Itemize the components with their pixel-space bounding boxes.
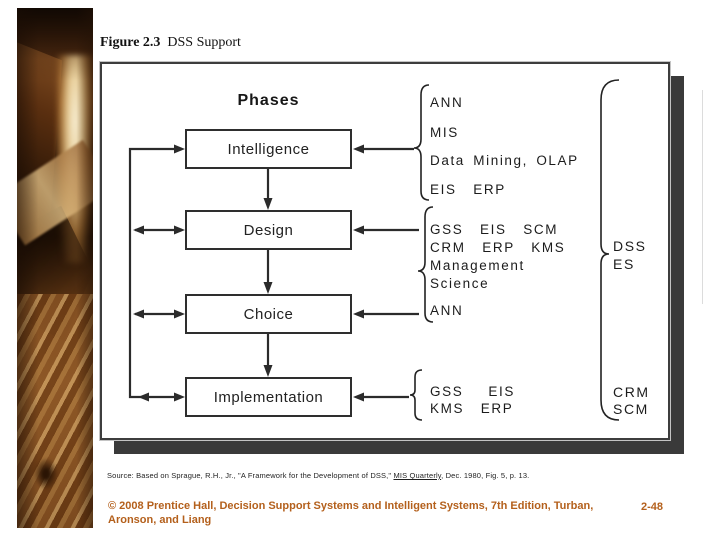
- support-arrow-lines: [364, 147, 419, 399]
- support-label: Science: [430, 276, 490, 291]
- support-label: EIS ERP: [430, 182, 506, 197]
- phase-box-design: Design: [185, 210, 352, 250]
- figure-title-text: DSS Support: [167, 35, 241, 50]
- implementation-side-label: CRM: [613, 384, 650, 400]
- support-label: ANN: [430, 95, 464, 110]
- footer-line: © 2008 Prentice Hall, Decision Support S…: [108, 500, 594, 512]
- source-text: , Dec. 1980, Fig. 5, p. 13.: [441, 471, 530, 480]
- support-label: CRM ERP KMS: [430, 240, 566, 255]
- placeholder-edge-line: [702, 90, 703, 304]
- brace-group-1: [413, 84, 430, 201]
- source-citation: Source: Based on Sprague, R.H., Jr., "A …: [107, 471, 687, 480]
- slide-page-number: 2-48: [641, 501, 664, 513]
- overall-support-label: DSS: [613, 238, 647, 254]
- support-label: KMS ERP: [430, 401, 514, 416]
- figure-number: Figure 2.3: [100, 35, 161, 50]
- support-label: GSS EIS SCM: [430, 222, 559, 237]
- phase-box-choice: Choice: [185, 294, 352, 334]
- phase-box-implementation: Implementation: [185, 377, 352, 417]
- source-text: Source: Based on Sprague, R.H., Jr., "A …: [107, 471, 394, 480]
- connector-lines: [128, 79, 620, 421]
- texture-vignette: [17, 8, 93, 528]
- left-feedback-line: [128, 147, 182, 399]
- brace-group-3: [409, 369, 423, 421]
- footer-line: Aronson, and Liang: [108, 513, 212, 526]
- support-arrowheads: [353, 144, 364, 402]
- overall-support-label: ES: [613, 256, 635, 272]
- brace-group-2: [417, 206, 434, 323]
- copyright-footer: © 2008 Prentice Hall, Decision Support S…: [108, 500, 628, 527]
- phase-flow-arrowheads: [263, 198, 273, 377]
- overall-support-brace: [600, 79, 620, 421]
- support-label: Management: [430, 258, 525, 273]
- figure-title: Figure 2.3 DSS Support: [100, 35, 241, 51]
- support-label: ANN: [430, 303, 464, 318]
- phase-box-intelligence: Intelligence: [185, 129, 352, 169]
- implementation-side-label: SCM: [613, 401, 649, 417]
- source-citation-link[interactable]: MIS Quarterly: [393, 471, 442, 480]
- left-feedback-arrowheads: [133, 144, 185, 402]
- phases-heading: Phases: [237, 92, 300, 109]
- support-label: GSS EIS: [430, 384, 515, 399]
- support-label: Data Mining, OLAP: [430, 153, 579, 168]
- support-label: MIS: [430, 125, 459, 140]
- figure-panel: Phases Intelligence Design Choice Implem…: [99, 61, 671, 441]
- sidebar-texture-image: [17, 8, 93, 528]
